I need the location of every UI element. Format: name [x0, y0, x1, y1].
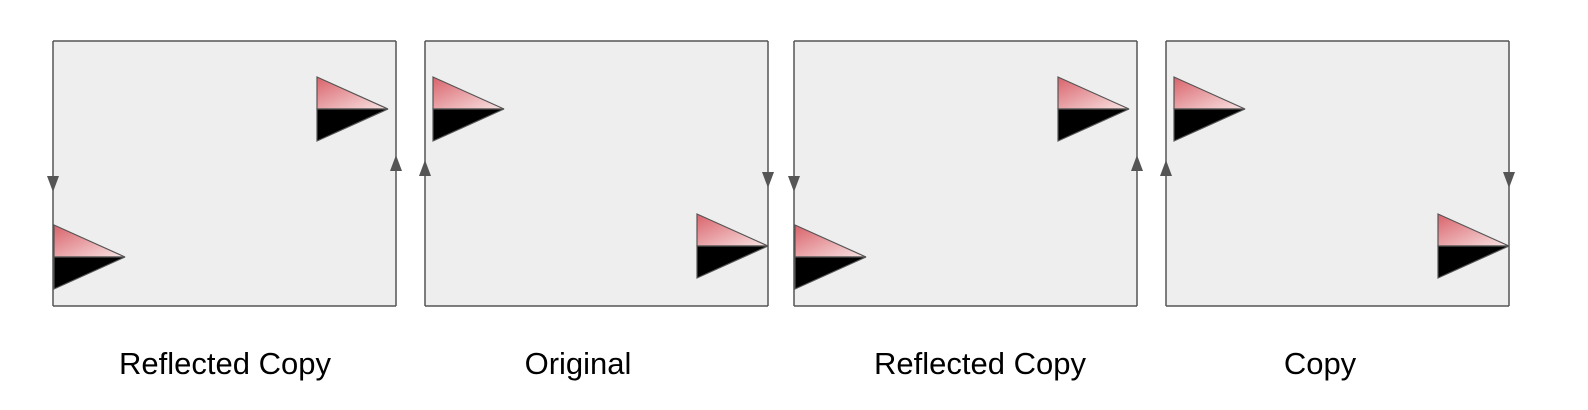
panel-4-top-flag-black-half: [1173, 108, 1246, 142]
panel-2-top-flag: [432, 76, 505, 142]
panel-3-left-down-arrow: [788, 176, 800, 192]
caption-panel-1: Reflected Copy: [119, 346, 331, 381]
panel-2-top-flag-black-half: [432, 108, 505, 142]
panel-2: [419, 40, 774, 307]
panel-2-left-up-arrow: [419, 160, 431, 176]
panel-1-top-flag-black-half: [316, 108, 389, 142]
panel-1-bottom-flag-black-half: [53, 256, 126, 290]
panels-layer: [47, 40, 1515, 307]
caption-panel-2: Original: [524, 346, 632, 381]
panel-3-right-up-arrow: [1131, 155, 1143, 171]
panel-2-right-down-arrow: [762, 172, 774, 188]
panel-1-bottom-flag: [53, 224, 126, 290]
panel-3-bottom-flag: [794, 224, 867, 290]
panel-3: [788, 40, 1143, 307]
panel-2-bottom-flag-black-half: [696, 245, 769, 279]
panel-3-bottom-flag-black-half: [794, 256, 867, 290]
panel-4-left-up-arrow: [1160, 160, 1172, 176]
panel-4-bottom-flag-black-half: [1437, 245, 1510, 279]
panel-1-top-flag: [316, 76, 389, 142]
caption-panel-4: Copy: [1283, 346, 1357, 381]
panel-2-bottom-flag: [696, 213, 769, 279]
panel-1: [47, 40, 402, 307]
panel-3-top-flag: [1057, 76, 1130, 142]
panel-1-left-down-arrow: [47, 176, 59, 192]
panel-1-right-up-arrow: [390, 155, 402, 171]
caption-panel-3: Reflected Copy: [874, 346, 1086, 381]
panel-4-top-flag: [1173, 76, 1246, 142]
panel-4-right-down-arrow: [1503, 172, 1515, 188]
panel-4: [1160, 40, 1515, 307]
panel-3-top-flag-black-half: [1057, 108, 1130, 142]
panel-4-bottom-flag: [1437, 213, 1510, 279]
